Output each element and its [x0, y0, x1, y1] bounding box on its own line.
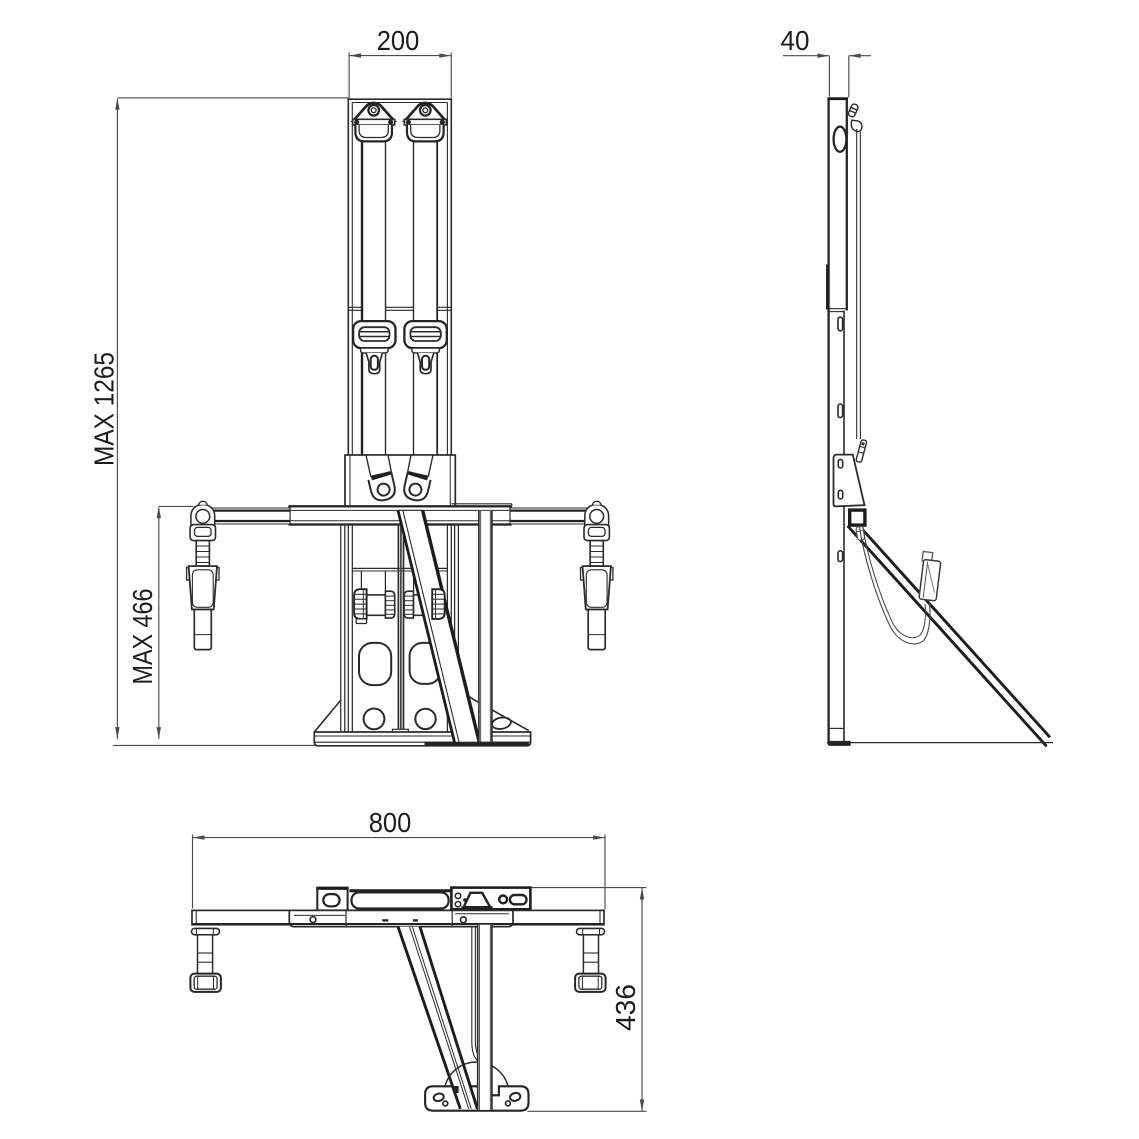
svg-text:40: 40 — [781, 25, 810, 56]
svg-text:200: 200 — [377, 25, 420, 56]
svg-text:MAX 466: MAX 466 — [127, 589, 158, 685]
svg-text:436: 436 — [610, 984, 641, 1031]
svg-text:800: 800 — [369, 807, 412, 838]
svg-text:MAX 1265: MAX 1265 — [89, 352, 120, 466]
